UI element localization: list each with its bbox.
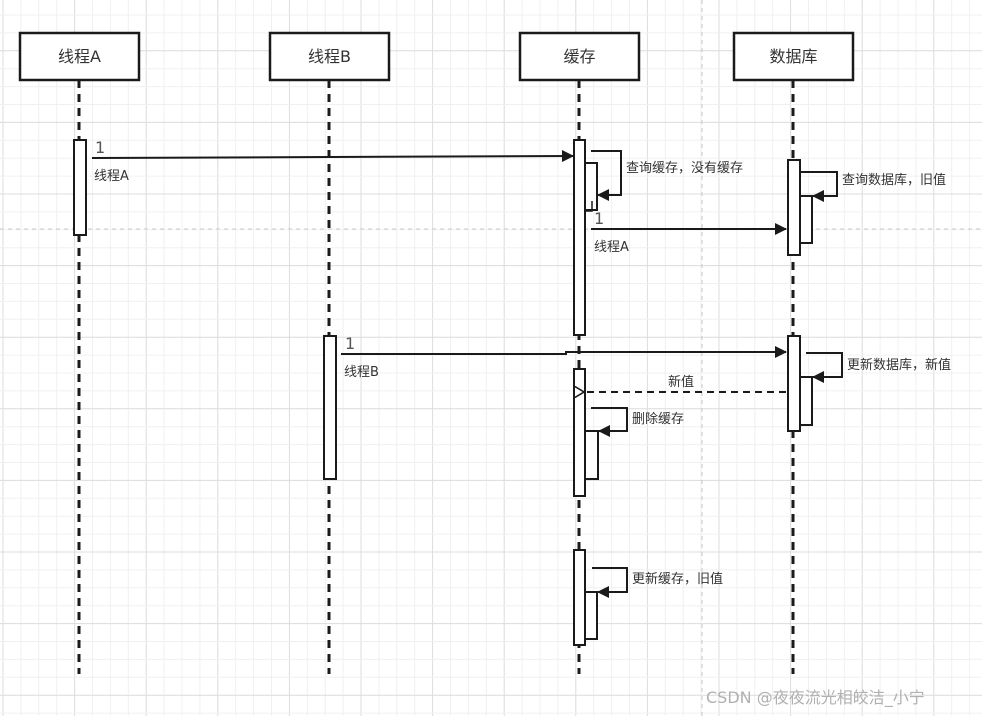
message-database-self-query[interactable]: 查询数据库，旧值 [800,171,946,202]
message-label: 更新数据库，新值 [847,357,951,373]
activation-database-2-nested[interactable] [799,376,813,426]
message-cache-self-delete[interactable]: 删除缓存 [591,407,684,437]
activation-database-1-nested[interactable] [799,195,813,244]
self-loop-arrow [591,407,628,437]
participant-label: 线程B [308,47,351,66]
participant-thread-a[interactable]: 线程A [18,31,141,82]
activation-database-1[interactable] [787,159,801,256]
participant-thread-b[interactable]: 线程B [268,31,391,82]
self-loop-arrow [591,150,622,201]
activation-thread-a[interactable] [73,139,87,236]
self-loop-arrow [800,171,838,202]
message-number: 1 [95,138,105,157]
message-label: 新值 [668,374,694,390]
message-stub [585,201,593,212]
message-database-self-update[interactable]: 更新数据库，新值 [806,352,951,383]
activation-cache-1[interactable] [573,139,586,336]
activation-cache-2[interactable] [573,368,586,497]
participant-label: 线程A [58,47,101,66]
message-label: 查询数据库，旧值 [842,172,946,188]
message-label: 线程A [94,169,129,184]
participant-label: 数据库 [769,47,817,66]
activation-cache-3[interactable] [573,549,586,646]
activation-database-2[interactable] [787,335,801,432]
activation-cache-1-nested[interactable] [584,162,598,211]
message-label: 线程A [594,240,629,255]
message-database-return-new-value[interactable]: 新值 [584,374,786,392]
message-cache-self-update[interactable]: 更新缓存，旧值 [592,567,723,598]
activation-thread-b[interactable] [323,335,337,480]
watermark: CSDN @夜夜流光相皎洁_小宁 [706,688,925,708]
message-cache-self-query[interactable]: 查询缓存，没有缓存 [591,150,743,201]
message-thread-b-to-database[interactable]: 1 线程B [341,334,787,380]
participant-cache[interactable]: 缓存 [518,31,641,82]
activation-cache-3-nested[interactable] [584,591,598,640]
message-label: 线程B [344,365,379,380]
message-label: 删除缓存 [632,412,684,427]
message-arrow [341,346,787,358]
message-number: 1 [594,209,604,228]
self-loop-arrow [806,352,843,383]
participant-label: 缓存 [563,47,595,66]
self-loop-arrow [592,567,628,598]
message-label: 查询缓存，没有缓存 [626,161,743,176]
message-label: 更新缓存，旧值 [632,571,723,587]
message-thread-a-to-cache[interactable]: 1 线程A [91,138,574,184]
message-cache-to-database[interactable]: 1 线程A [585,201,787,255]
message-arrow [91,150,574,163]
participant-database[interactable]: 数据库 [732,31,855,82]
message-number: 1 [345,334,355,353]
activation-cache-2-nested[interactable] [584,430,599,480]
